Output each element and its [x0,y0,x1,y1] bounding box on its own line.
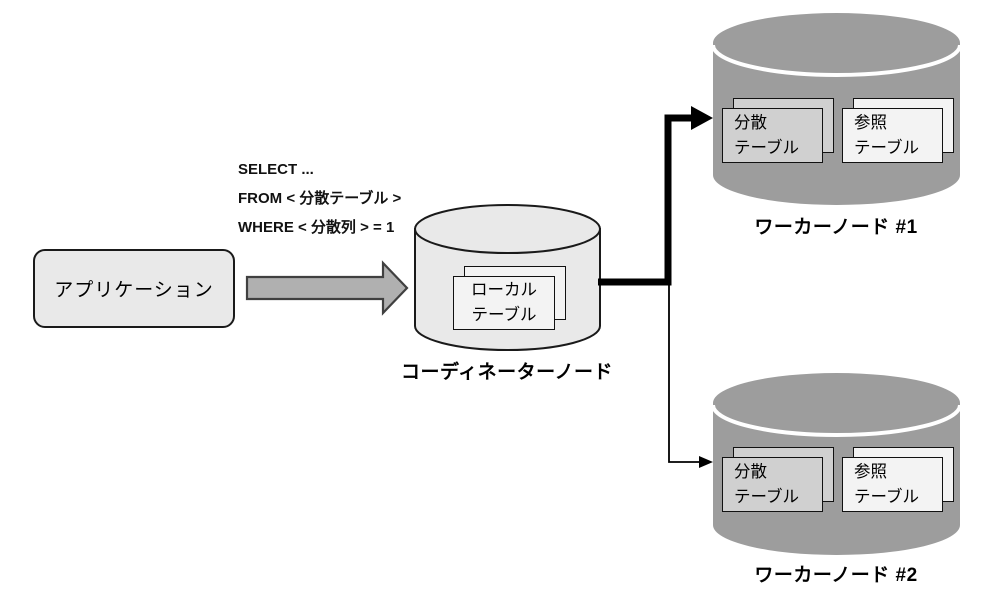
reference-table-label-line: 参照 [854,113,887,132]
coordinator-to-worker2-line [668,282,701,463]
coordinator-node-label: コーディネーターノード [400,362,614,383]
sql-query-line: WHERE < 分散列 > = 1 [238,219,395,236]
sql-query-annotation: SELECT ... FROM < 分散テーブル > WHERE < 分散列 >… [238,155,401,242]
application-node: アプリケーション [33,249,235,328]
local-table-card: ローカル テーブル [453,276,555,330]
sql-query-line: SELECT ... [238,161,314,178]
coordinator-to-worker1-line [598,114,693,286]
distributed-table-label-line: 分散 [734,113,767,132]
reference-table-label-line: テーブル [854,138,920,157]
distributed-table-card: 分散 テーブル [722,108,823,163]
coordinator-to-worker1-arrowhead [691,106,713,130]
worker1-node-label: ワーカーノード #1 [754,217,918,238]
reference-table-label-line: テーブル [854,487,920,506]
local-table-label-line: テーブル [471,306,537,324]
application-label: アプリケーション [54,280,214,301]
app-to-coordinator-arrow [245,260,409,316]
worker2-node-label: ワーカーノード #2 [754,565,918,586]
reference-table-label-line: 参照 [854,462,887,481]
coordinator-to-worker2-arrowhead [699,456,713,468]
local-table-label-line: ローカル [471,281,537,299]
worker2-cylinder-top [713,373,960,433]
sql-query-line: FROM < 分散テーブル > [238,190,402,207]
worker1-cylinder-body [713,43,961,205]
distributed-table-label-line: テーブル [734,138,800,157]
reference-table-card: 参照 テーブル [842,108,943,163]
worker2-cylinder-body [713,403,961,555]
worker1-cylinder-highlight [711,44,962,77]
distributed-table-label-line: 分散 [734,462,767,481]
distributed-table-card: 分散 テーブル [722,457,823,512]
reference-table-card: 参照 テーブル [842,457,943,512]
worker2-cylinder-highlight [711,404,962,437]
distributed-table-label-line: テーブル [734,487,800,506]
coordinator-cylinder-top [414,204,601,254]
worker1-cylinder-top [713,13,960,73]
